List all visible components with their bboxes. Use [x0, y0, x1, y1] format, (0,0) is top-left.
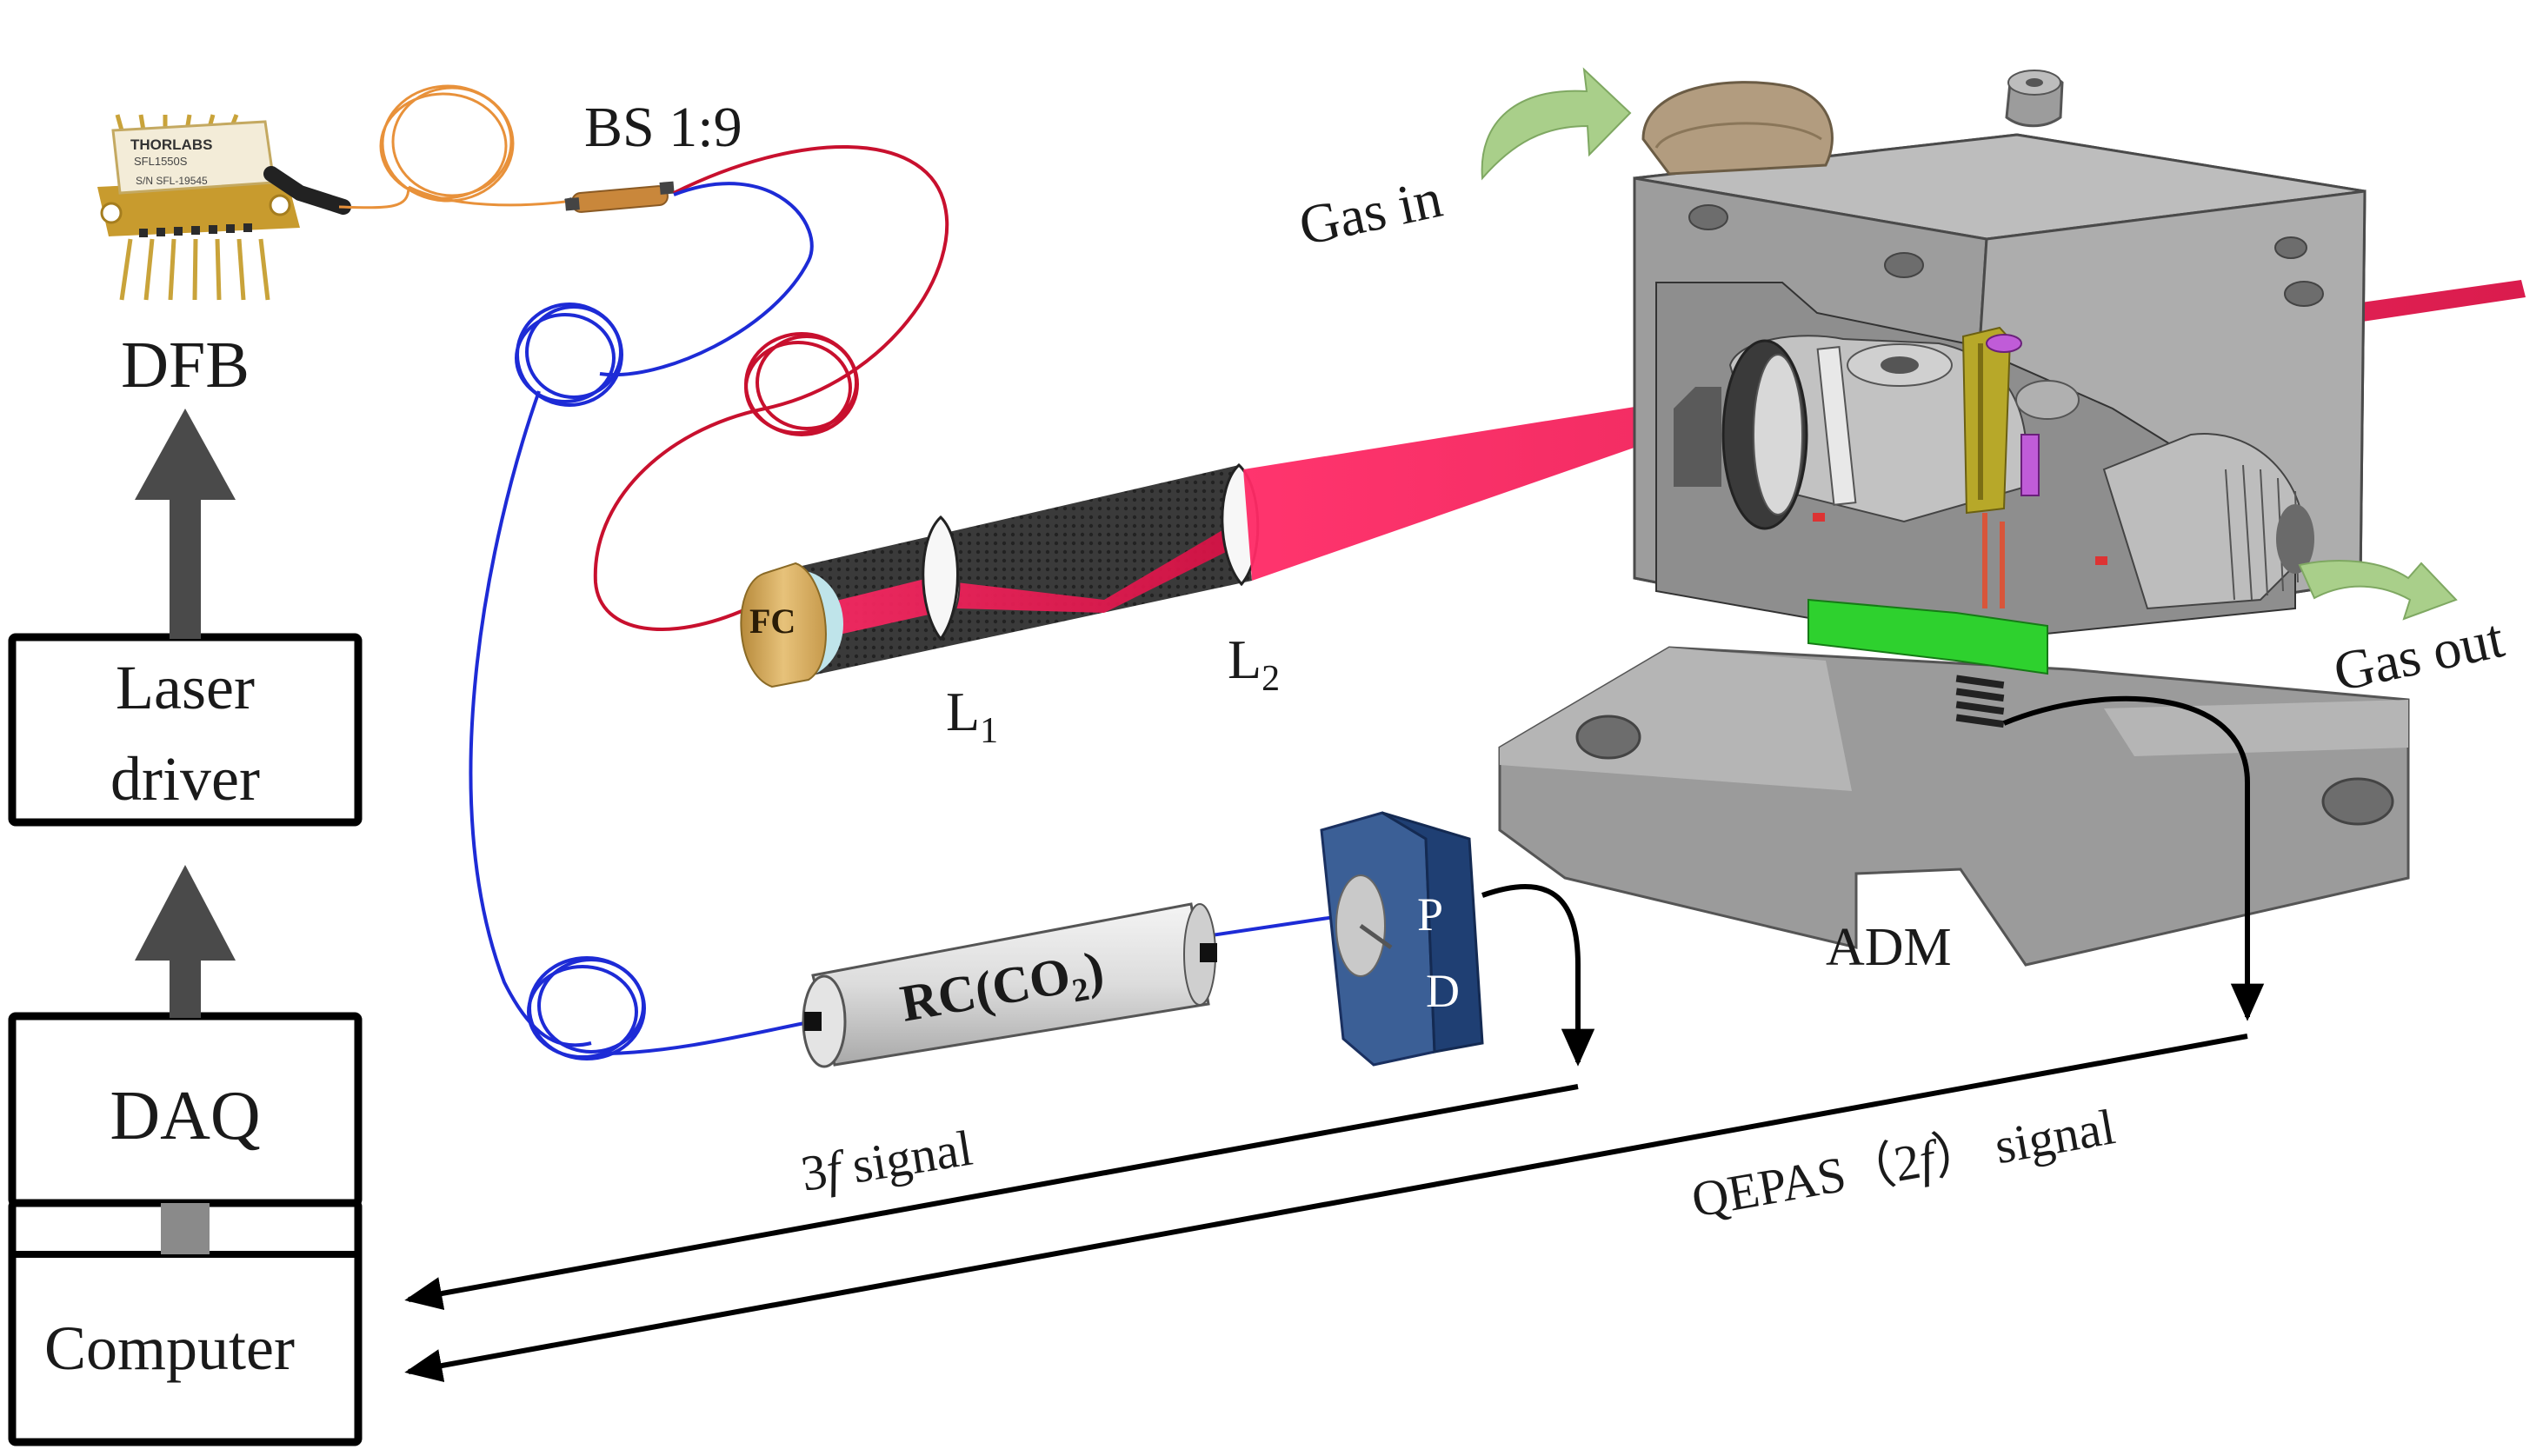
laser-driver-label-line1: Laser: [116, 653, 255, 722]
dfb-laser-module: THORLABS SFL1550S S/N SFL-19545: [97, 114, 351, 301]
gas-out-label: Gas out: [2328, 607, 2509, 703]
pd-label-d: D: [1426, 965, 1460, 1017]
laser-model-text: SFL1550S: [134, 155, 188, 168]
quartz-tuning-fork: [1961, 326, 2012, 515]
signal-qepas-wire: [404, 695, 2265, 1382]
collimator-assembly: FC: [740, 462, 1260, 688]
laser-serial-text: S/N SFL-19545: [136, 175, 208, 187]
beam-splitter: [564, 181, 675, 213]
daq-box: DAQ: [8, 1012, 363, 1207]
adm-module: [1498, 70, 2410, 967]
arrow-driver-to-dfb: [135, 409, 236, 639]
gas-in-label: Gas in: [1294, 167, 1447, 257]
laser-driver-box: Laser driver: [8, 633, 363, 827]
computer-label: Computer: [44, 1313, 295, 1383]
photodetector: P D: [1320, 811, 1484, 1067]
circuit-board: [1807, 598, 2048, 675]
orange-fiber: [338, 84, 566, 209]
computer-box: Computer: [8, 1199, 363, 1446]
arrow-daq-to-driver: [135, 865, 236, 1018]
gas-out-arrow: [2298, 560, 2458, 621]
laser-driver-label-line2: driver: [110, 744, 260, 814]
adm-label: ADM: [1826, 918, 1952, 977]
signal-qepas-label: QEPAS（2f） signal: [1688, 1098, 2119, 1228]
laser-brand-text: THORLABS: [130, 136, 212, 153]
dfb-label: DFB: [121, 329, 250, 402]
signal-3f-wire: [404, 884, 1595, 1311]
gas-inlet-fitting: [1641, 81, 1834, 176]
lens-l1-label: L1: [946, 681, 998, 751]
daq-label: DAQ: [110, 1078, 260, 1154]
red-fiber: [593, 145, 949, 631]
laser-beam: [1243, 280, 2526, 581]
fc-label: FC: [749, 602, 796, 641]
fiber-collimator: [740, 562, 827, 688]
blue-fiber: [469, 182, 1353, 1060]
signal-3f-label: 3f signal: [797, 1120, 976, 1202]
reference-cell: RC(CO2): [802, 902, 1217, 1068]
lens-l2-label: L2: [1228, 628, 1280, 699]
pd-label-p: P: [1417, 888, 1443, 941]
beam-splitter-label: BS 1:9: [584, 96, 742, 159]
gas-in-arrow: [1481, 67, 1632, 181]
